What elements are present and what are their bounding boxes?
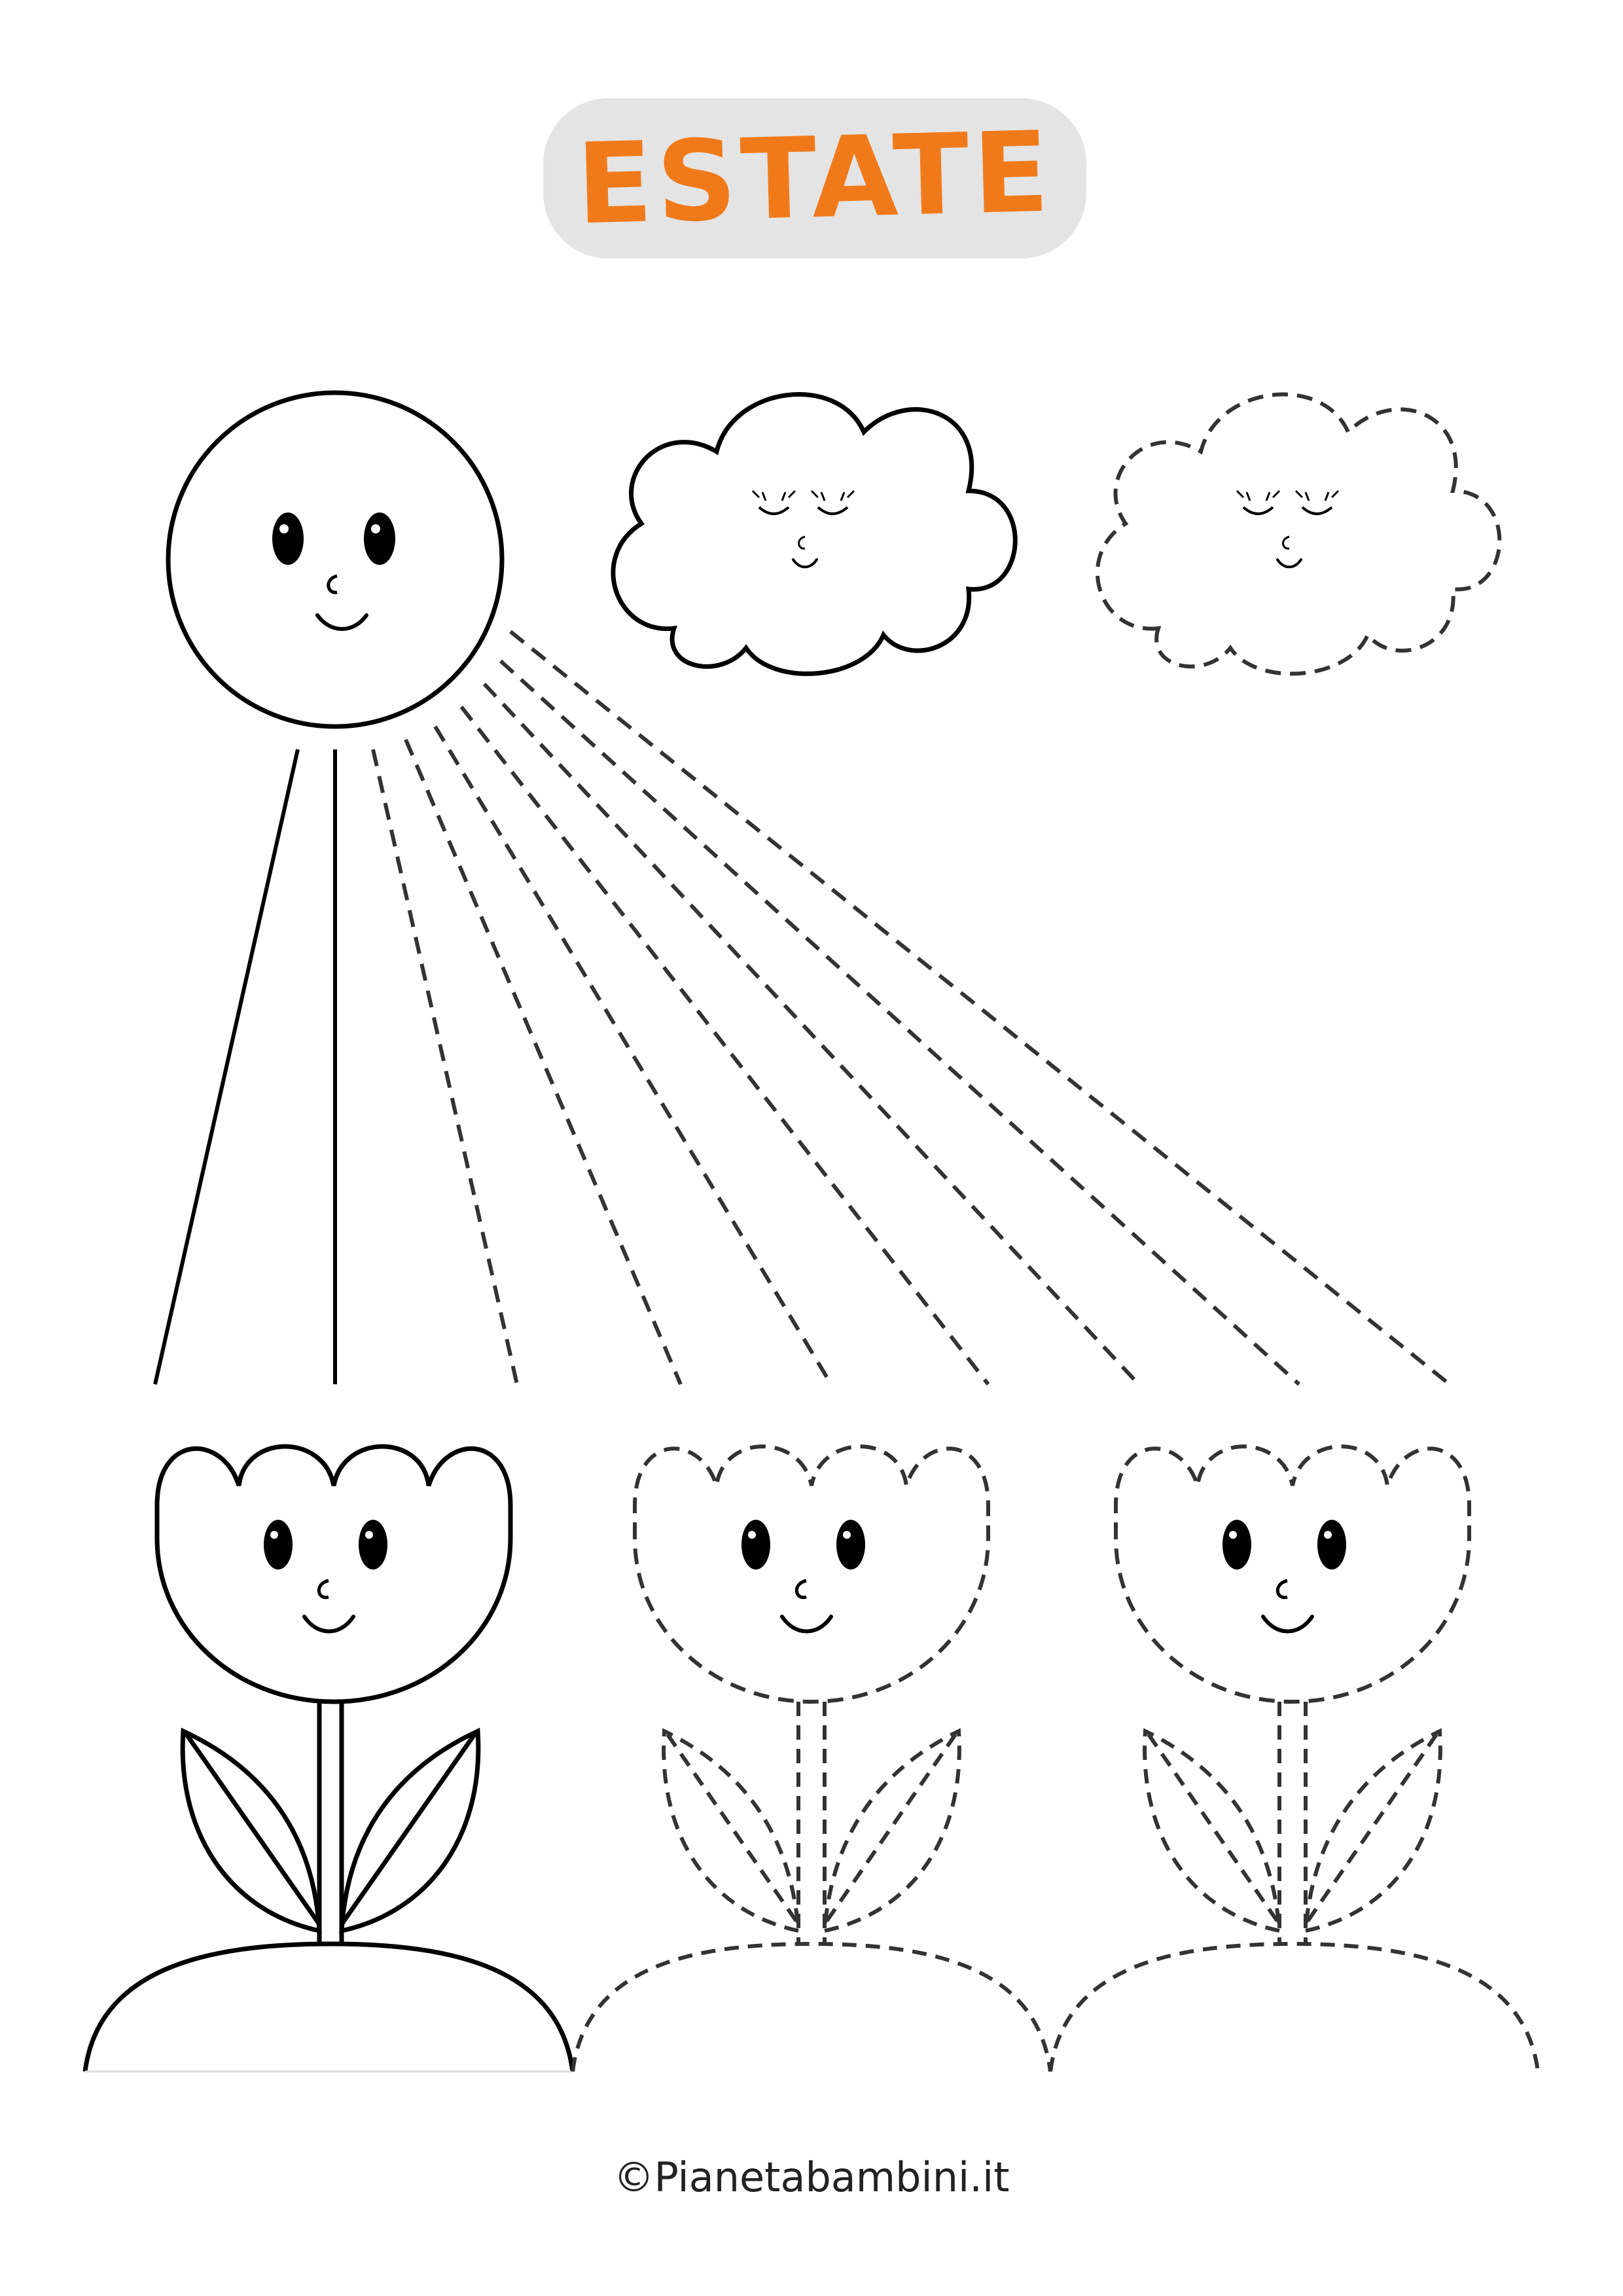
title-banner: ESTATE — [543, 98, 1086, 259]
copyright-footer: ©Pianetabambini.it — [613, 2153, 1010, 2201]
flower-dashed-1 — [571, 1446, 1052, 2072]
sun — [166, 390, 505, 729]
flower-solid — [82, 1446, 575, 2073]
cloud-solid — [613, 395, 1015, 674]
cloud-dashed — [1097, 395, 1499, 674]
sun-rays — [153, 630, 1451, 1386]
flower-dashed-2 — [1048, 1446, 1540, 2072]
